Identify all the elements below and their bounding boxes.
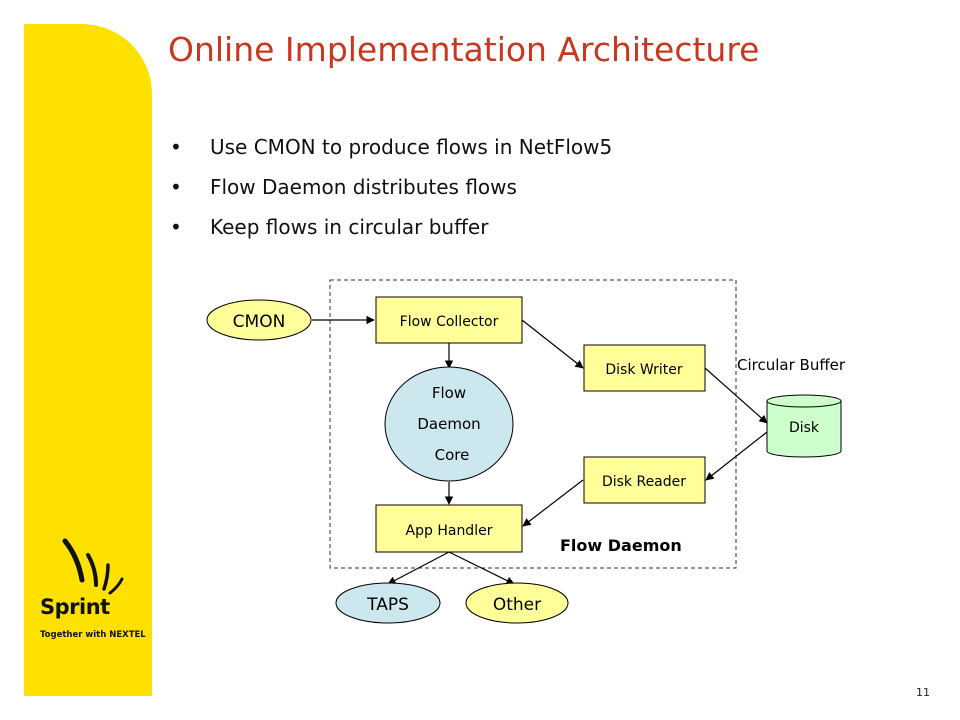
edge-app-handler-taps	[387, 551, 450, 585]
bullet-item: • Keep flows in circular buffer	[170, 207, 612, 247]
sprint-logo-icon	[62, 538, 124, 595]
flow-daemon-boundary	[329, 279, 737, 569]
flow-daemon-core-label-line: Core	[435, 446, 470, 464]
yellow-sidebar-band	[24, 24, 152, 696]
edge-flow-collector-disk-writer	[521, 319, 584, 369]
app-handler-label: App Handler	[406, 523, 493, 539]
flow-collector-label: Flow Collector	[400, 314, 499, 330]
bullet-text: Use CMON to produce flows in NetFlow5	[210, 135, 613, 159]
disk-reader-node	[583, 456, 706, 504]
flow-daemon-core-label-line: Daemon	[417, 415, 480, 433]
disk-reader-label: Disk Reader	[602, 474, 686, 490]
taps-label: TAPS	[366, 595, 409, 615]
disk-writer-node	[583, 344, 706, 392]
slide-title: Online Implementation Architecture	[168, 30, 760, 69]
edge-disk-disk-reader	[705, 431, 768, 481]
bullet-list: • Use CMON to produce flows in NetFlow5 •…	[170, 127, 612, 247]
flow-daemon-label: Flow Daemon	[560, 536, 682, 555]
disk-cylinder-icon	[766, 394, 842, 458]
bullet-dot-icon: •	[170, 215, 182, 239]
flow-daemon-core-label-line: Flow	[432, 384, 466, 402]
other-label: Other	[493, 595, 541, 615]
bullet-dot-icon: •	[170, 175, 182, 199]
taps-node	[335, 582, 441, 624]
edge-disk-writer-disk	[704, 367, 768, 424]
flow-daemon-core-node	[384, 366, 514, 482]
disk-label: Disk	[789, 420, 820, 436]
sprint-wordmark: Sprint	[40, 595, 110, 619]
bullet-text: Flow Daemon distributes flows	[210, 175, 517, 199]
bullet-item: • Flow Daemon distributes flows	[170, 167, 612, 207]
circular-buffer-label: Circular Buffer	[737, 356, 846, 374]
app-handler-node	[375, 504, 523, 553]
bullet-item: • Use CMON to produce flows in NetFlow5	[170, 127, 612, 167]
other-node	[465, 582, 569, 624]
page-number: 11	[916, 686, 930, 699]
edge-app-handler-other	[448, 551, 515, 585]
sprint-tagline: Together with NEXTEL	[40, 630, 146, 640]
bullet-text: Keep flows in circular buffer	[210, 215, 489, 239]
flow-collector-node	[375, 296, 523, 344]
cmon-label: CMON	[233, 312, 286, 332]
disk-writer-label: Disk Writer	[605, 362, 682, 378]
bullet-dot-icon: •	[170, 135, 182, 159]
edges	[312, 315, 768, 585]
edge-disk-reader-app-handler	[522, 479, 584, 527]
cmon-node	[206, 299, 312, 341]
